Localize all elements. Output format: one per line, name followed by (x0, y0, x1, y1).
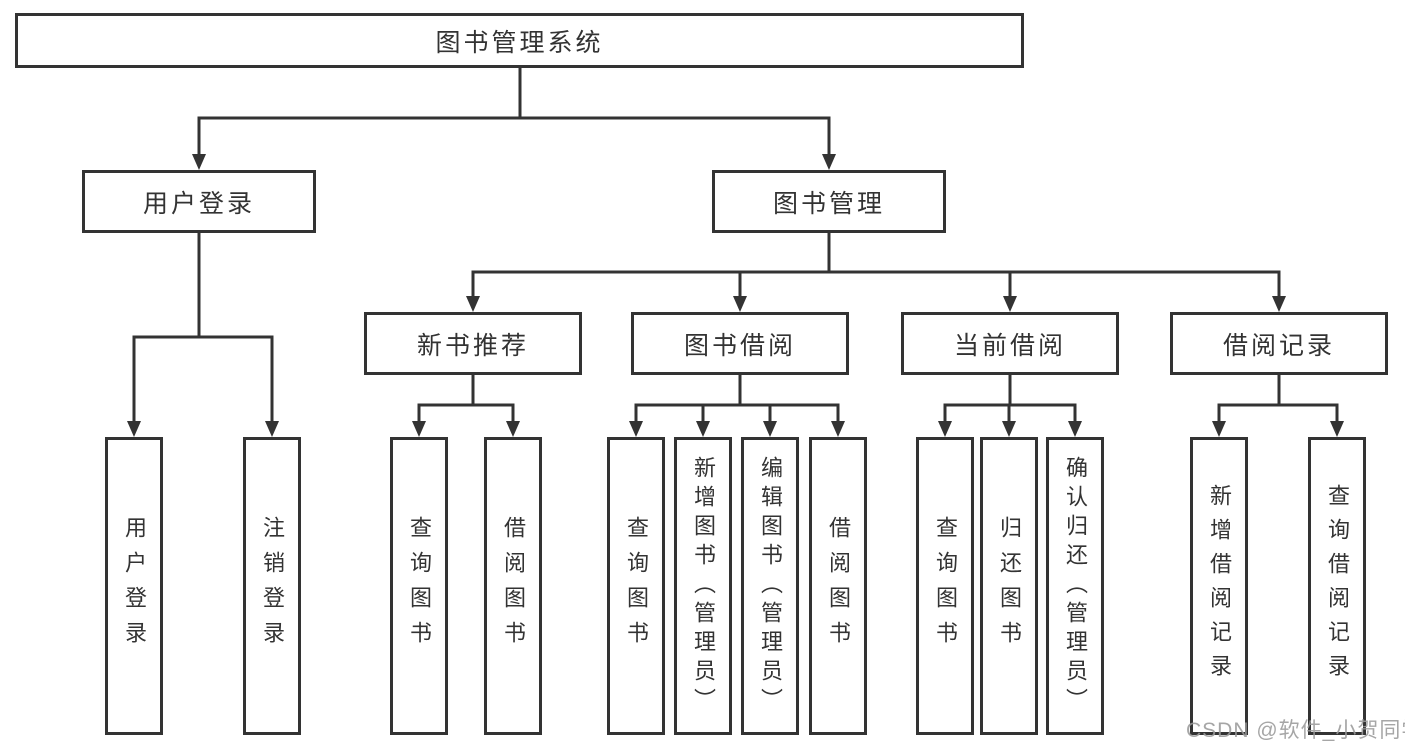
node-borrow-records: 借阅记录 (1170, 312, 1388, 375)
node-label: 新书推荐 (416, 331, 529, 360)
leaf-borrow-books: 借阅图书 (809, 437, 867, 735)
connector-root-to-level2 (197, 68, 831, 156)
connector-currentborrow-to-leaves (943, 375, 1077, 423)
arrowheads-userlogin-leaves (127, 421, 279, 437)
leaf-user-login: 用户登录 (105, 437, 163, 735)
node-user-login: 用户登录 (82, 170, 316, 233)
leaf-add-borrow-record: 新增借阅记录 (1190, 437, 1248, 735)
connector-borrowrecords-to-leaves (1217, 375, 1339, 423)
connector-userlogin-to-leaves (132, 233, 274, 423)
leaf-return-books: 归还图书 (980, 437, 1038, 735)
leaf-query-books-recommend: 查询图书 (390, 437, 448, 735)
node-book-management: 图书管理 (712, 170, 946, 233)
node-label: 新增图书（管理员） (691, 455, 716, 717)
node-label: 当前借阅 (953, 331, 1066, 360)
arrowheads-level3 (466, 296, 1286, 312)
leaf-query-books-current: 查询图书 (916, 437, 974, 735)
node-label: 查询借阅记录 (1325, 484, 1350, 688)
arrowheads-newbook-leaves (412, 421, 520, 437)
node-label: 图书管理 (772, 189, 885, 218)
node-label: 查询图书 (933, 516, 958, 656)
node-label: 图书管理系统 (435, 28, 604, 57)
connector-newbook-to-leaves (417, 375, 515, 423)
node-label: 注销登录 (260, 516, 285, 656)
leaf-confirm-return-admin: 确认归还（管理员） (1046, 437, 1104, 735)
arrowheads-level2 (192, 154, 836, 170)
node-label: 借阅图书 (501, 516, 526, 656)
node-label: 用户登录 (122, 516, 147, 656)
leaf-borrow-books-recommend: 借阅图书 (484, 437, 542, 735)
node-label: 查询图书 (407, 516, 432, 656)
leaf-query-books-borrow: 查询图书 (607, 437, 665, 735)
csdn-watermark: CSDN @软件_小贺同学 (1186, 719, 1405, 742)
connector-bookmgmt-to-level3 (471, 233, 1281, 299)
node-label: 确认归还（管理员） (1063, 455, 1088, 717)
arrowheads-bookborrow-leaves (629, 421, 845, 437)
node-label: 用户登录 (142, 189, 255, 218)
arrowheads-borrowrecords-leaves (1212, 421, 1344, 437)
node-label: 查询图书 (624, 516, 649, 656)
node-label: 编辑图书（管理员） (758, 455, 783, 717)
connector-bookborrow-to-leaves (634, 375, 840, 423)
node-book-borrow: 图书借阅 (631, 312, 849, 375)
node-label: 借阅记录 (1222, 331, 1335, 360)
arrowheads-currentborrow-leaves (938, 421, 1082, 437)
leaf-edit-book-admin: 编辑图书（管理员） (741, 437, 799, 735)
node-label: 归还图书 (997, 516, 1022, 656)
node-root: 图书管理系统 (15, 13, 1024, 68)
node-label: 新增借阅记录 (1207, 484, 1232, 688)
leaf-logout: 注销登录 (243, 437, 301, 735)
leaf-query-borrow-record: 查询借阅记录 (1308, 437, 1366, 735)
node-current-borrow: 当前借阅 (901, 312, 1119, 375)
node-new-book-recommend: 新书推荐 (364, 312, 582, 375)
node-label: 借阅图书 (826, 516, 851, 656)
leaf-add-book-admin: 新增图书（管理员） (674, 437, 732, 735)
node-label: 图书借阅 (683, 331, 796, 360)
